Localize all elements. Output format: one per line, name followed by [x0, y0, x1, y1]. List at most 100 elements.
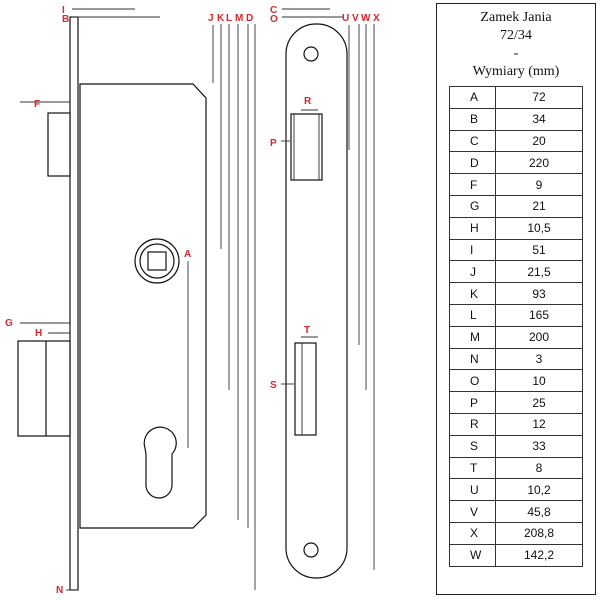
table-header: Zamek Jania 72/34 - Wymiary (mm)	[437, 4, 595, 86]
dimension-value: 51	[495, 238, 583, 262]
dimension-value: 72	[495, 86, 583, 109]
dim-label-G: G	[5, 318, 13, 329]
dimension-key: J	[449, 260, 496, 284]
dim-label-N: N	[56, 585, 63, 596]
dimension-key: L	[449, 303, 496, 327]
dimension-value: 10,5	[495, 216, 583, 240]
dimension-value: 25	[495, 391, 583, 414]
front-plate-side	[69, 16, 79, 591]
dimension-value: 200	[495, 325, 583, 349]
follower-square-hole	[147, 251, 167, 271]
dimension-key: D	[449, 151, 496, 175]
dimension-value: 208,8	[495, 521, 583, 545]
dimension-key: T	[449, 456, 496, 480]
dimension-key: F	[449, 173, 496, 196]
dim-label-X: X	[373, 13, 380, 24]
dimension-key: B	[449, 107, 496, 131]
dimension-value: 93	[495, 282, 583, 305]
dimension-value: 34	[495, 107, 583, 131]
dimension-value: 8	[495, 456, 583, 480]
table-title: Zamek Jania	[480, 10, 552, 25]
lock-body	[79, 83, 207, 529]
dimension-key: P	[449, 391, 496, 414]
dimension-key: H	[449, 216, 496, 240]
dimension-key: V	[449, 500, 496, 523]
dimension-value: 220	[495, 151, 583, 175]
table-units-caption: Wymiary (mm)	[472, 64, 560, 79]
dimension-value: 33	[495, 434, 583, 458]
dimension-key: U	[449, 478, 496, 502]
dim-label-W: W	[361, 13, 371, 24]
dimension-key: I	[449, 238, 496, 262]
dimension-key: C	[449, 129, 496, 153]
cylinder-cutout	[143, 426, 177, 499]
table-separator: -	[513, 46, 519, 61]
dimension-key: K	[449, 282, 496, 305]
dim-label-I: I	[62, 5, 65, 16]
dimension-key: S	[449, 434, 496, 458]
dead-bolt	[17, 340, 71, 437]
dim-label-S: S	[270, 380, 277, 391]
dimension-key: M	[449, 325, 496, 349]
dimension-value: 142,2	[495, 543, 583, 567]
dim-label-H: H	[35, 328, 42, 339]
dimension-key: G	[449, 194, 496, 218]
dim-label-U: U	[342, 13, 349, 24]
dimension-key: A	[449, 86, 496, 109]
latch-bolt	[47, 112, 71, 177]
dim-label-V: V	[352, 13, 359, 24]
dimension-value: 45,8	[495, 500, 583, 523]
dimension-value: 12	[495, 412, 583, 436]
dimension-value: 165	[495, 303, 583, 327]
screw-hole-top	[303, 46, 319, 62]
dimension-value: 3	[495, 347, 583, 371]
dim-label-J: J	[208, 13, 214, 24]
dimension-value: 10,2	[495, 478, 583, 502]
dim-label-R: R	[304, 96, 312, 107]
dimension-value: 10	[495, 369, 583, 393]
dimension-value: 20	[495, 129, 583, 153]
dim-label-B: B	[62, 14, 69, 25]
lock-technical-drawing: I B J K L M D C O U V W X F G H N A R P …	[5, 5, 380, 596]
dim-label-P: P	[270, 138, 277, 149]
dimension-key: R	[449, 412, 496, 436]
dimension-key: X	[449, 521, 496, 545]
dim-label-F: F	[34, 99, 40, 110]
dimension-key: N	[449, 347, 496, 371]
table-model: 72/34	[500, 28, 532, 43]
dimension-key: O	[449, 369, 496, 393]
dim-label-O: O	[270, 14, 278, 25]
dim-label-K: K	[217, 13, 225, 24]
dim-label-T: T	[304, 325, 310, 336]
front-plate-face	[285, 23, 348, 579]
screw-hole-bottom	[303, 542, 319, 558]
dimension-value: 9	[495, 173, 583, 196]
dimension-value: 21,5	[495, 260, 583, 284]
follower-hub	[134, 238, 180, 284]
dim-label-D: D	[246, 13, 253, 24]
dim-label-A: A	[184, 249, 191, 260]
